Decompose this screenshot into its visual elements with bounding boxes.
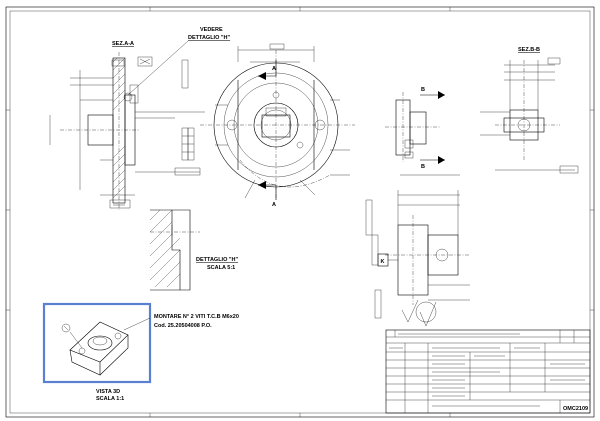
vista-3d-title: VISTA 3D xyxy=(96,389,120,395)
title-block: OMC2109 xyxy=(385,329,591,414)
front-view: A A xyxy=(200,46,355,208)
section-aa-view: SEZ.A-A xyxy=(49,41,205,210)
k-marker: K xyxy=(381,259,385,265)
drawing-number: OMC2109 xyxy=(563,406,588,412)
montare-note-line1: MONTARE N° 2 VITI T.C.B M6x20 xyxy=(154,314,239,320)
detail-h-scale: SCALA 5:1 xyxy=(207,265,235,271)
dettaglio-h-ref-label: DETTAGLIO "H" xyxy=(188,35,230,41)
vedere-label: VEDERE xyxy=(200,27,223,33)
section-bb-view: SEZ.B-B xyxy=(480,47,579,174)
lower-right-view: K xyxy=(365,190,470,327)
section-aa-label: SEZ.A-A xyxy=(112,41,134,47)
frame-ticks xyxy=(6,7,594,417)
section-bb-label: SEZ.B-B xyxy=(518,47,540,53)
section-a-top-marker: A xyxy=(272,66,276,72)
side-view: B B xyxy=(385,87,460,176)
montare-note-line2: Cod. 25.20504008 P.O. xyxy=(154,323,212,329)
sheet-frame xyxy=(5,6,595,418)
dim-label-box xyxy=(269,43,285,50)
dettaglio-h-ref-circle xyxy=(123,92,133,102)
detail-h-view: DETTAGLIO "H" SCALA 5:1 xyxy=(149,209,238,291)
detail-h-title: DETTAGLIO "H" xyxy=(196,257,238,263)
vista-3d-highlight-box[interactable] xyxy=(42,302,152,384)
dim-label-box xyxy=(111,59,125,67)
dettaglio-h-leader xyxy=(127,40,189,96)
inner-frame xyxy=(9,10,591,414)
section-a-bottom-marker: A xyxy=(272,202,276,208)
vista-3d-group: VISTA 3D SCALA 1:1 xyxy=(42,302,152,402)
vista-3d-scale: SCALA 1:1 xyxy=(96,396,124,402)
section-b-bottom-marker: B xyxy=(421,164,425,170)
section-b-top-marker: B xyxy=(421,87,425,93)
